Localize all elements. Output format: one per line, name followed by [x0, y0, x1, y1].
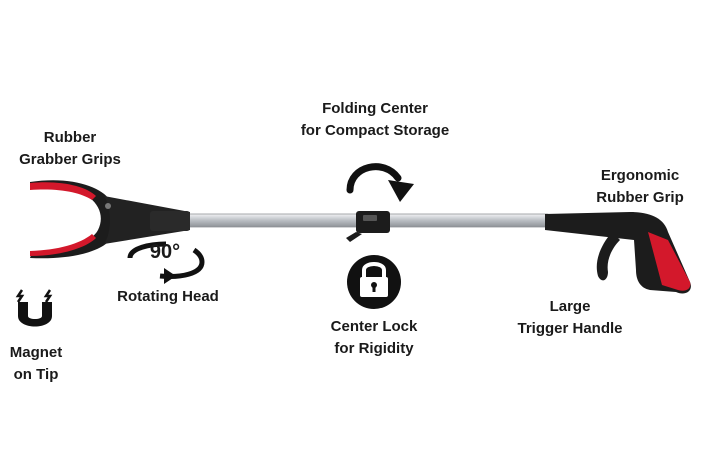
- label-folding-center: Folding Center for Compact Storage: [300, 100, 450, 139]
- grabber-jaw: [30, 180, 190, 259]
- curved-arrow-icon: [346, 163, 414, 202]
- label-rotating-head: Rotating Head: [117, 288, 219, 305]
- label-center-lock: Center Lock for Rigidity: [330, 318, 418, 357]
- label-90-degrees: 90°: [149, 241, 181, 263]
- label-ergonomic-rubber-grip: Ergonomic Rubber Grip: [596, 167, 684, 206]
- handle: [545, 212, 691, 294]
- label-trigger-handle: Large Trigger Handle: [517, 298, 623, 337]
- magnet-icon: [15, 289, 53, 327]
- lock-icon: [347, 255, 401, 309]
- folding-center-lock: [346, 211, 390, 242]
- label-magnet-on-tip: Magnet on Tip: [9, 344, 63, 383]
- label-rubber-grabber-grips: Rubber Grabber Grips: [19, 129, 121, 168]
- rotate-arrow-icon: [127, 241, 205, 284]
